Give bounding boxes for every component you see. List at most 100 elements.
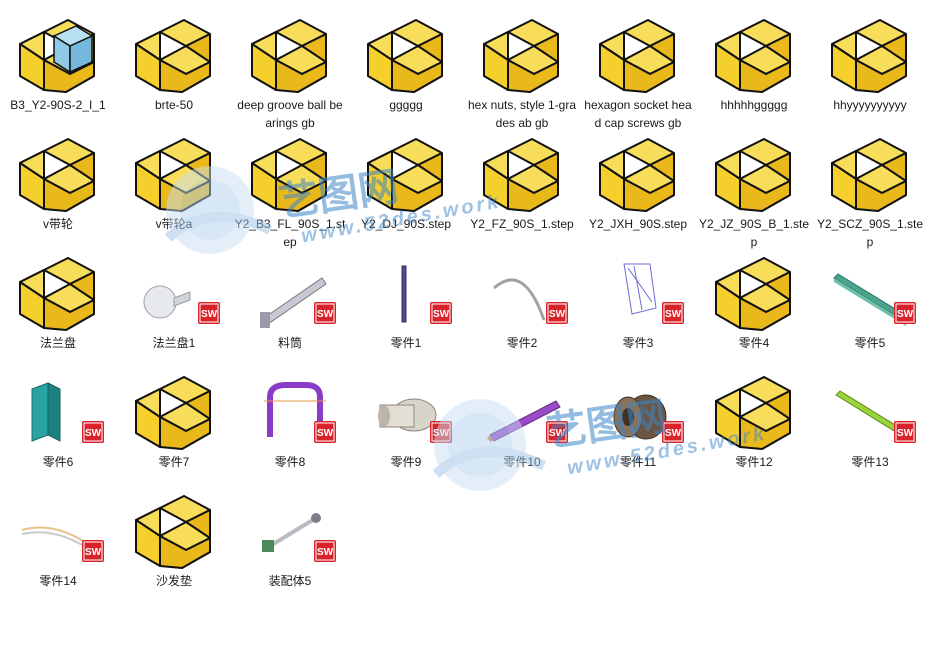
file-thumbnail[interactable] [362, 252, 450, 340]
file-label: 零件13 [851, 455, 889, 469]
file-item[interactable]: Y2_B3_FL_90S_1.step [232, 119, 348, 249]
file-label: deep groove ball bearings gb [237, 98, 343, 130]
file-thumbnail[interactable] [130, 133, 218, 221]
folder-part-icon [483, 19, 559, 93]
file-label: ggggg [389, 98, 423, 112]
file-thumbnail[interactable] [594, 14, 682, 102]
solidworks-badge-icon: SW [314, 540, 336, 562]
wireframe-thumbnail [623, 263, 657, 315]
svg-text:SW: SW [897, 428, 914, 439]
file-thumbnail[interactable] [246, 371, 334, 459]
file-thumbnail[interactable] [478, 371, 566, 459]
file-thumbnail[interactable] [826, 133, 914, 221]
file-item[interactable]: Y2_JZ_90S_B_1.step [696, 119, 812, 249]
file-item[interactable]: SW 零件11 [580, 357, 696, 476]
file-item[interactable]: 零件7 [116, 357, 232, 476]
file-thumbnail[interactable] [130, 490, 218, 578]
file-thumbnail[interactable] [246, 133, 334, 221]
file-thumbnail[interactable] [826, 252, 914, 340]
file-thumbnail[interactable] [710, 133, 798, 221]
folder-part-icon [135, 19, 211, 93]
file-thumbnail[interactable] [478, 133, 566, 221]
folder-part-icon [19, 257, 95, 331]
file-item[interactable]: v带轮a [116, 119, 232, 238]
file-thumbnail[interactable] [826, 371, 914, 459]
file-thumbnail[interactable] [594, 371, 682, 459]
file-thumbnail[interactable] [478, 252, 566, 340]
file-thumbnail[interactable] [130, 252, 218, 340]
file-item[interactable]: Y2_DJ_90S.step [348, 119, 464, 238]
folder-part-icon [19, 138, 95, 212]
file-item[interactable]: 沙发垫 [116, 476, 232, 595]
file-label: 零件11 [619, 455, 657, 469]
solidworks-badge-icon: SW [314, 421, 336, 443]
file-item[interactable]: Y2_SCZ_90S_1.step [812, 119, 928, 249]
green-bar-thumbnail [835, 390, 909, 438]
handle-thumbnail [264, 382, 326, 437]
assembly-thumbnail [262, 513, 321, 552]
file-thumbnail[interactable] [246, 14, 334, 102]
file-thumbnail[interactable] [826, 14, 914, 102]
svg-text:SW: SW [549, 309, 566, 320]
file-thumbnail[interactable] [710, 14, 798, 102]
file-item[interactable]: 零件4 [696, 238, 812, 357]
file-item[interactable]: hex nuts, style 1-grades ab gb [464, 0, 580, 130]
file-thumbnail[interactable] [14, 14, 102, 102]
file-item[interactable]: hhhhhggggg [696, 0, 812, 119]
file-thumbnail[interactable] [710, 371, 798, 459]
solidworks-badge-icon: SW [662, 302, 684, 324]
file-item[interactable]: SW 零件13 [812, 357, 928, 476]
file-thumbnail[interactable] [246, 252, 334, 340]
file-item[interactable]: deep groove ball bearings gb [232, 0, 348, 130]
file-thumbnail[interactable] [14, 490, 102, 578]
arc-thumbnail [493, 278, 546, 321]
file-label: Y2_JXH_90S.step [588, 217, 688, 231]
solidworks-badge-icon: SW [198, 302, 220, 324]
file-thumbnail[interactable] [130, 14, 218, 102]
file-thumbnail[interactable] [594, 133, 682, 221]
file-thumbnail[interactable] [14, 133, 102, 221]
file-thumbnail[interactable] [594, 252, 682, 340]
file-thumbnail[interactable] [710, 252, 798, 340]
file-thumbnail[interactable] [14, 252, 102, 340]
svg-text:SW: SW [317, 428, 334, 439]
file-item[interactable]: hexagon socket head cap screws gb [580, 0, 696, 130]
file-thumbnail[interactable] [362, 371, 450, 459]
file-item[interactable]: brte-50 [116, 0, 232, 119]
folder-part-icon [251, 138, 327, 212]
file-label: hhhhhggggg [720, 98, 788, 112]
file-item[interactable]: hhyyyyyyyyyy [812, 0, 928, 119]
file-thumbnail[interactable] [362, 133, 450, 221]
file-item[interactable]: 零件12 [696, 357, 812, 476]
file-label: Y2_FZ_90S_1.step [470, 217, 574, 231]
file-thumbnail[interactable] [130, 371, 218, 459]
file-item[interactable]: B3_Y2-90S-2_I_1 [0, 0, 116, 119]
file-thumbnail[interactable] [14, 371, 102, 459]
file-thumbnail[interactable] [246, 490, 334, 578]
solidworks-badge-icon: SW [662, 421, 684, 443]
file-item[interactable]: ggggg [348, 0, 464, 119]
file-item[interactable]: v带轮 [0, 119, 116, 238]
solidworks-badge-icon: SW [314, 302, 336, 324]
file-item[interactable]: Y2_JXH_90S.step [580, 119, 696, 238]
file-thumbnail[interactable] [478, 14, 566, 102]
solidworks-badge-icon: SW [82, 540, 104, 562]
file-item[interactable]: Y2_FZ_90S_1.step [464, 119, 580, 238]
file-item[interactable]: 法兰盘 [0, 238, 116, 357]
file-label: Y2_DJ_90S.step [360, 217, 452, 231]
file-thumbnail[interactable] [362, 14, 450, 102]
solidworks-badge-icon: SW [546, 421, 568, 443]
